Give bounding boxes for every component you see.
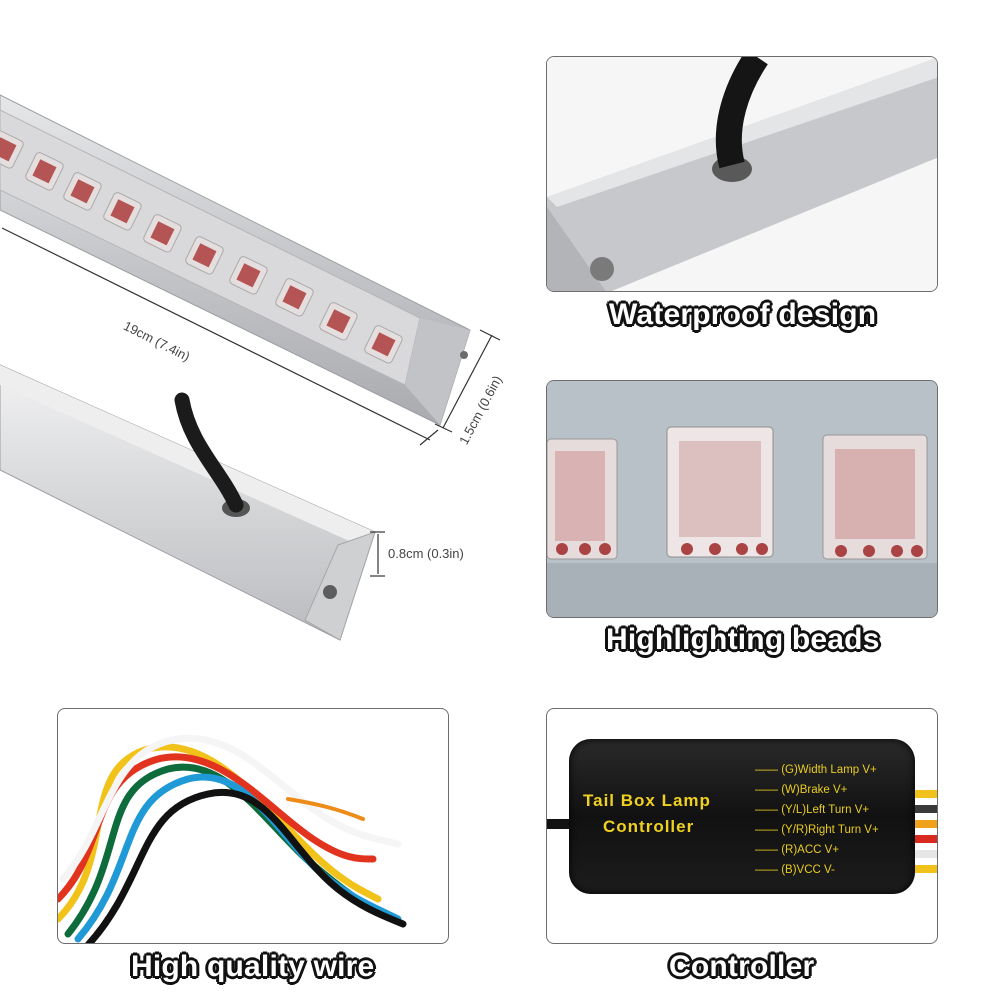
wire-panel bbox=[57, 708, 449, 944]
wire-label-text: (Y/L)Left Turn V+ bbox=[781, 804, 870, 816]
wire-caption: High quality wire bbox=[131, 950, 375, 983]
beads-caption: Highlighting beads bbox=[606, 623, 880, 656]
controller-box: Tail Box Lamp Controller —— (G)Width Lam… bbox=[569, 739, 915, 894]
led-bar-illustration bbox=[0, 94, 501, 641]
bead-chip-2 bbox=[666, 426, 774, 558]
controller-panel: Tail Box Lamp Controller —— (G)Width Lam… bbox=[546, 708, 938, 944]
waterproof-illustration bbox=[547, 57, 937, 291]
bead-chip-1 bbox=[547, 438, 618, 560]
wire-label-text: (Y/R)Right Turn V+ bbox=[781, 824, 879, 836]
controller-title-line1: Tail Box Lamp bbox=[583, 791, 711, 810]
beads-panel bbox=[546, 380, 938, 618]
wire-label-width-lamp: —— (G)Width Lamp V+ bbox=[755, 764, 877, 776]
thickness-dimension-label: 0.8cm (0.3in) bbox=[388, 546, 464, 561]
waterproof-panel bbox=[546, 56, 938, 292]
wire-label-text: (R)ACC V+ bbox=[781, 844, 840, 856]
wire-label-acc: —— (R)ACC V+ bbox=[755, 844, 840, 856]
waterproof-caption: Waterproof design bbox=[609, 298, 877, 331]
beads-illustration bbox=[547, 381, 937, 617]
wire-label-text: (B)VCC V- bbox=[781, 864, 835, 876]
wire-label-vcc: —— (B)VCC V- bbox=[755, 864, 835, 876]
controller-wires-illustration bbox=[547, 790, 937, 873]
controller-caption: Controller bbox=[669, 950, 815, 983]
wire-illustration bbox=[58, 734, 407, 943]
wire-label-text: (G)Width Lamp V+ bbox=[781, 764, 877, 776]
wire-label-brake: —— (W)Brake V+ bbox=[755, 784, 848, 796]
wire-label-text: (W)Brake V+ bbox=[781, 784, 848, 796]
bead-chip-3 bbox=[822, 434, 928, 560]
led-bar-product: 19cm (7.4in) 1.5cm (0.6in) 0.8cm (0.3in) bbox=[0, 0, 530, 660]
wire-label-right-turn: —— (Y/R)Right Turn V+ bbox=[755, 824, 879, 836]
controller-title-line2: Controller bbox=[603, 817, 695, 836]
led-chip-row bbox=[0, 130, 403, 364]
wire-label-left-turn: —— (Y/L)Left Turn V+ bbox=[755, 804, 870, 816]
